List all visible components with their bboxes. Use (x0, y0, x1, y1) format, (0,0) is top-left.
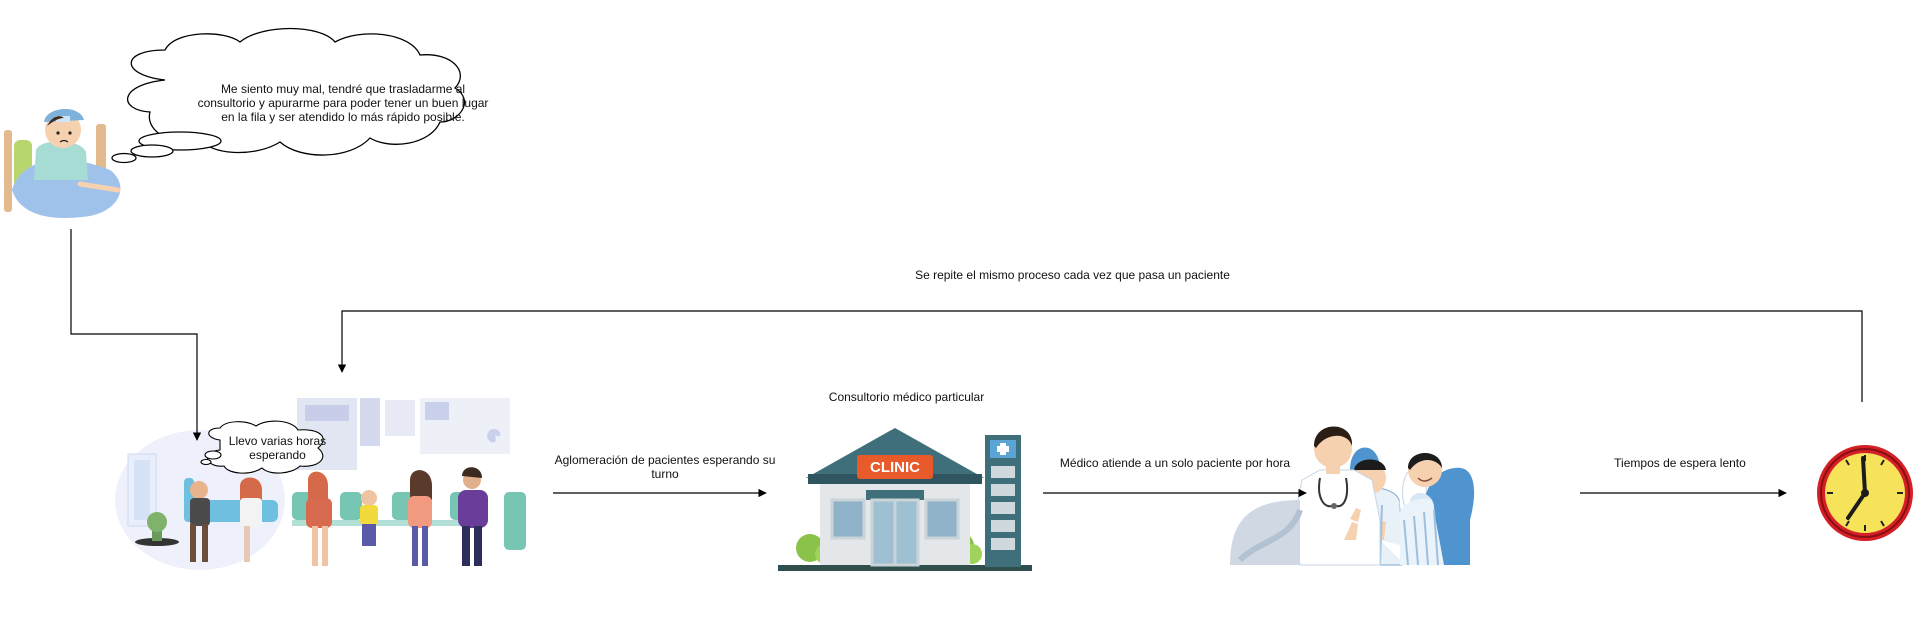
connectors (70, 229, 1863, 498)
clock-icon (1817, 445, 1913, 541)
doctor-patient-illustration (1230, 426, 1475, 566)
edge-patient-to-waiting (70, 229, 202, 441)
clinic-title: Consultorio médico particular (828, 390, 985, 404)
waiting-thought-text: Llevo varias horas esperando (228, 434, 327, 462)
clinic-sign-text: CLINIC (870, 459, 920, 476)
edge-label-doctor: Médico atiende a un solo paciente por ho… (1059, 456, 1291, 470)
sick-patient-illustration (4, 108, 121, 219)
edge-label-crowding: Aglomeración de pacientes esperando su t… (554, 453, 776, 481)
thought-cloud-patient (111, 27, 466, 164)
waiting-room-illustration (115, 398, 526, 570)
loop-label: Se repite el mismo proceso cada vez que … (915, 268, 1230, 282)
clinic-building-illustration: CLINIC (778, 428, 1032, 571)
patient-thought-text: Me siento muy mal, tendré que trasladarm… (197, 82, 489, 124)
edge-loop-back (337, 310, 1863, 402)
edge-label-waiting-time: Tiempos de espera lento (1614, 456, 1746, 470)
thought-cloud-waiting (200, 420, 324, 474)
